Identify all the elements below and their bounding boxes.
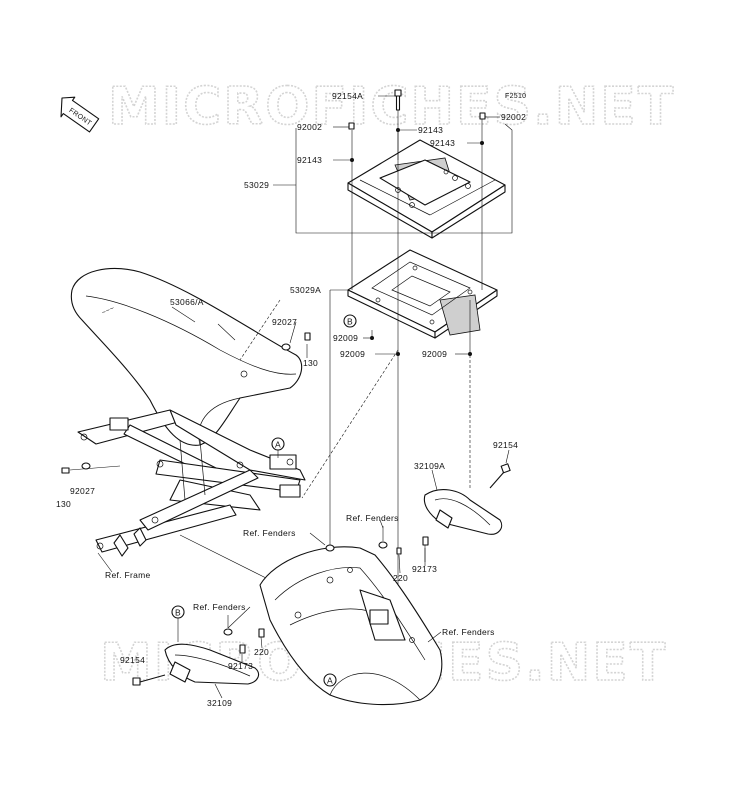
nut-92009-b-icon [396, 352, 400, 356]
seat-53066A-drawing: ~~~ [70, 268, 303, 446]
label-ref-fenders-2: Ref. Fenders [243, 528, 296, 538]
callout-b-lower-label: B [175, 608, 181, 618]
callout-a-lower-label: A [327, 676, 333, 686]
label-53066A: 53066/A [170, 297, 204, 307]
callout-a-lower [323, 673, 337, 687]
spacer-92173-right-icon [422, 536, 429, 546]
label-220-right: 220 [393, 573, 408, 583]
label-ref-fenders-1: Ref. Fenders [346, 513, 399, 523]
label-92002-right: 92002 [501, 112, 526, 122]
seat-marking: ~~~ [101, 305, 116, 317]
label-ref-fenders-3: Ref. Fenders [193, 602, 246, 612]
collar-92143-icon [396, 128, 400, 132]
grab-bar-32109-drawing [164, 643, 260, 685]
bolt-92154A-icon [394, 89, 402, 111]
plate-53029A-drawing [347, 249, 498, 339]
label-92027-top: 92027 [272, 317, 297, 327]
label-130-left: 130 [56, 499, 71, 509]
label-92173-left: 92173 [228, 661, 253, 671]
collar-220-right-icon [396, 547, 402, 555]
label-92154-right: 92154 [493, 440, 518, 450]
callout-b-upper [343, 314, 357, 328]
carrier-53029-drawing [347, 139, 506, 239]
grommet-left-icon [223, 628, 233, 636]
label-92173-right: 92173 [412, 564, 437, 574]
bolt-92154-left-icon [132, 674, 166, 686]
spacer-92173-left-icon [239, 644, 246, 654]
label-130-top: 130 [303, 358, 318, 368]
label-ref-frame: Ref. Frame [105, 570, 151, 580]
label-32109: 32109 [207, 698, 232, 708]
label-ref-fenders-4: Ref. Fenders [442, 627, 495, 637]
grommet-ref-fenders-icon [325, 544, 335, 552]
collar-220-left-icon [258, 628, 265, 638]
seat-frame-drawing [77, 409, 306, 557]
nut-92009-a-icon [370, 336, 374, 340]
collar-92143-left-icon [350, 158, 354, 162]
label-32109A: 32109A [414, 461, 445, 471]
label-92009-c: 92009 [422, 349, 447, 359]
rear-fender-drawing [259, 546, 443, 706]
front-direction-icon: FRONT [60, 96, 100, 133]
label-92009-a: 92009 [333, 333, 358, 343]
grab-bar-32109A-drawing [423, 489, 503, 535]
label-92009-b: 92009 [340, 349, 365, 359]
bolt-130-top-icon [304, 332, 311, 341]
label-220-left: 220 [254, 647, 269, 657]
grommet-92027-left-icon [81, 462, 91, 470]
bolt-130-left-icon [61, 467, 70, 474]
label-92143-left: 92143 [297, 155, 322, 165]
nut-92009-c-icon [468, 352, 472, 356]
label-92154-left: 92154 [120, 655, 145, 665]
callout-a-left-label: A [275, 440, 281, 450]
label-53029: 53029 [244, 180, 269, 190]
diagram-code: F2510 [505, 93, 526, 100]
bolt-92002-left-icon [348, 122, 355, 130]
label-92027-left: 92027 [70, 486, 95, 496]
label-53029A: 53029A [290, 285, 321, 295]
label-92002-left: 92002 [297, 122, 322, 132]
bolt-92002-right-icon [479, 112, 486, 120]
label-92143-right: 92143 [430, 138, 455, 148]
label-92154A: 92154A [332, 91, 363, 101]
watermark-top: MICROFICHES.NET [108, 77, 675, 137]
grommet-right-icon [378, 541, 388, 549]
bolt-92154-right-icon [489, 463, 511, 489]
label-92143-top: 92143 [418, 125, 443, 135]
callout-b-upper-label: B [347, 317, 353, 327]
grommet-92027-top-icon [281, 343, 291, 351]
